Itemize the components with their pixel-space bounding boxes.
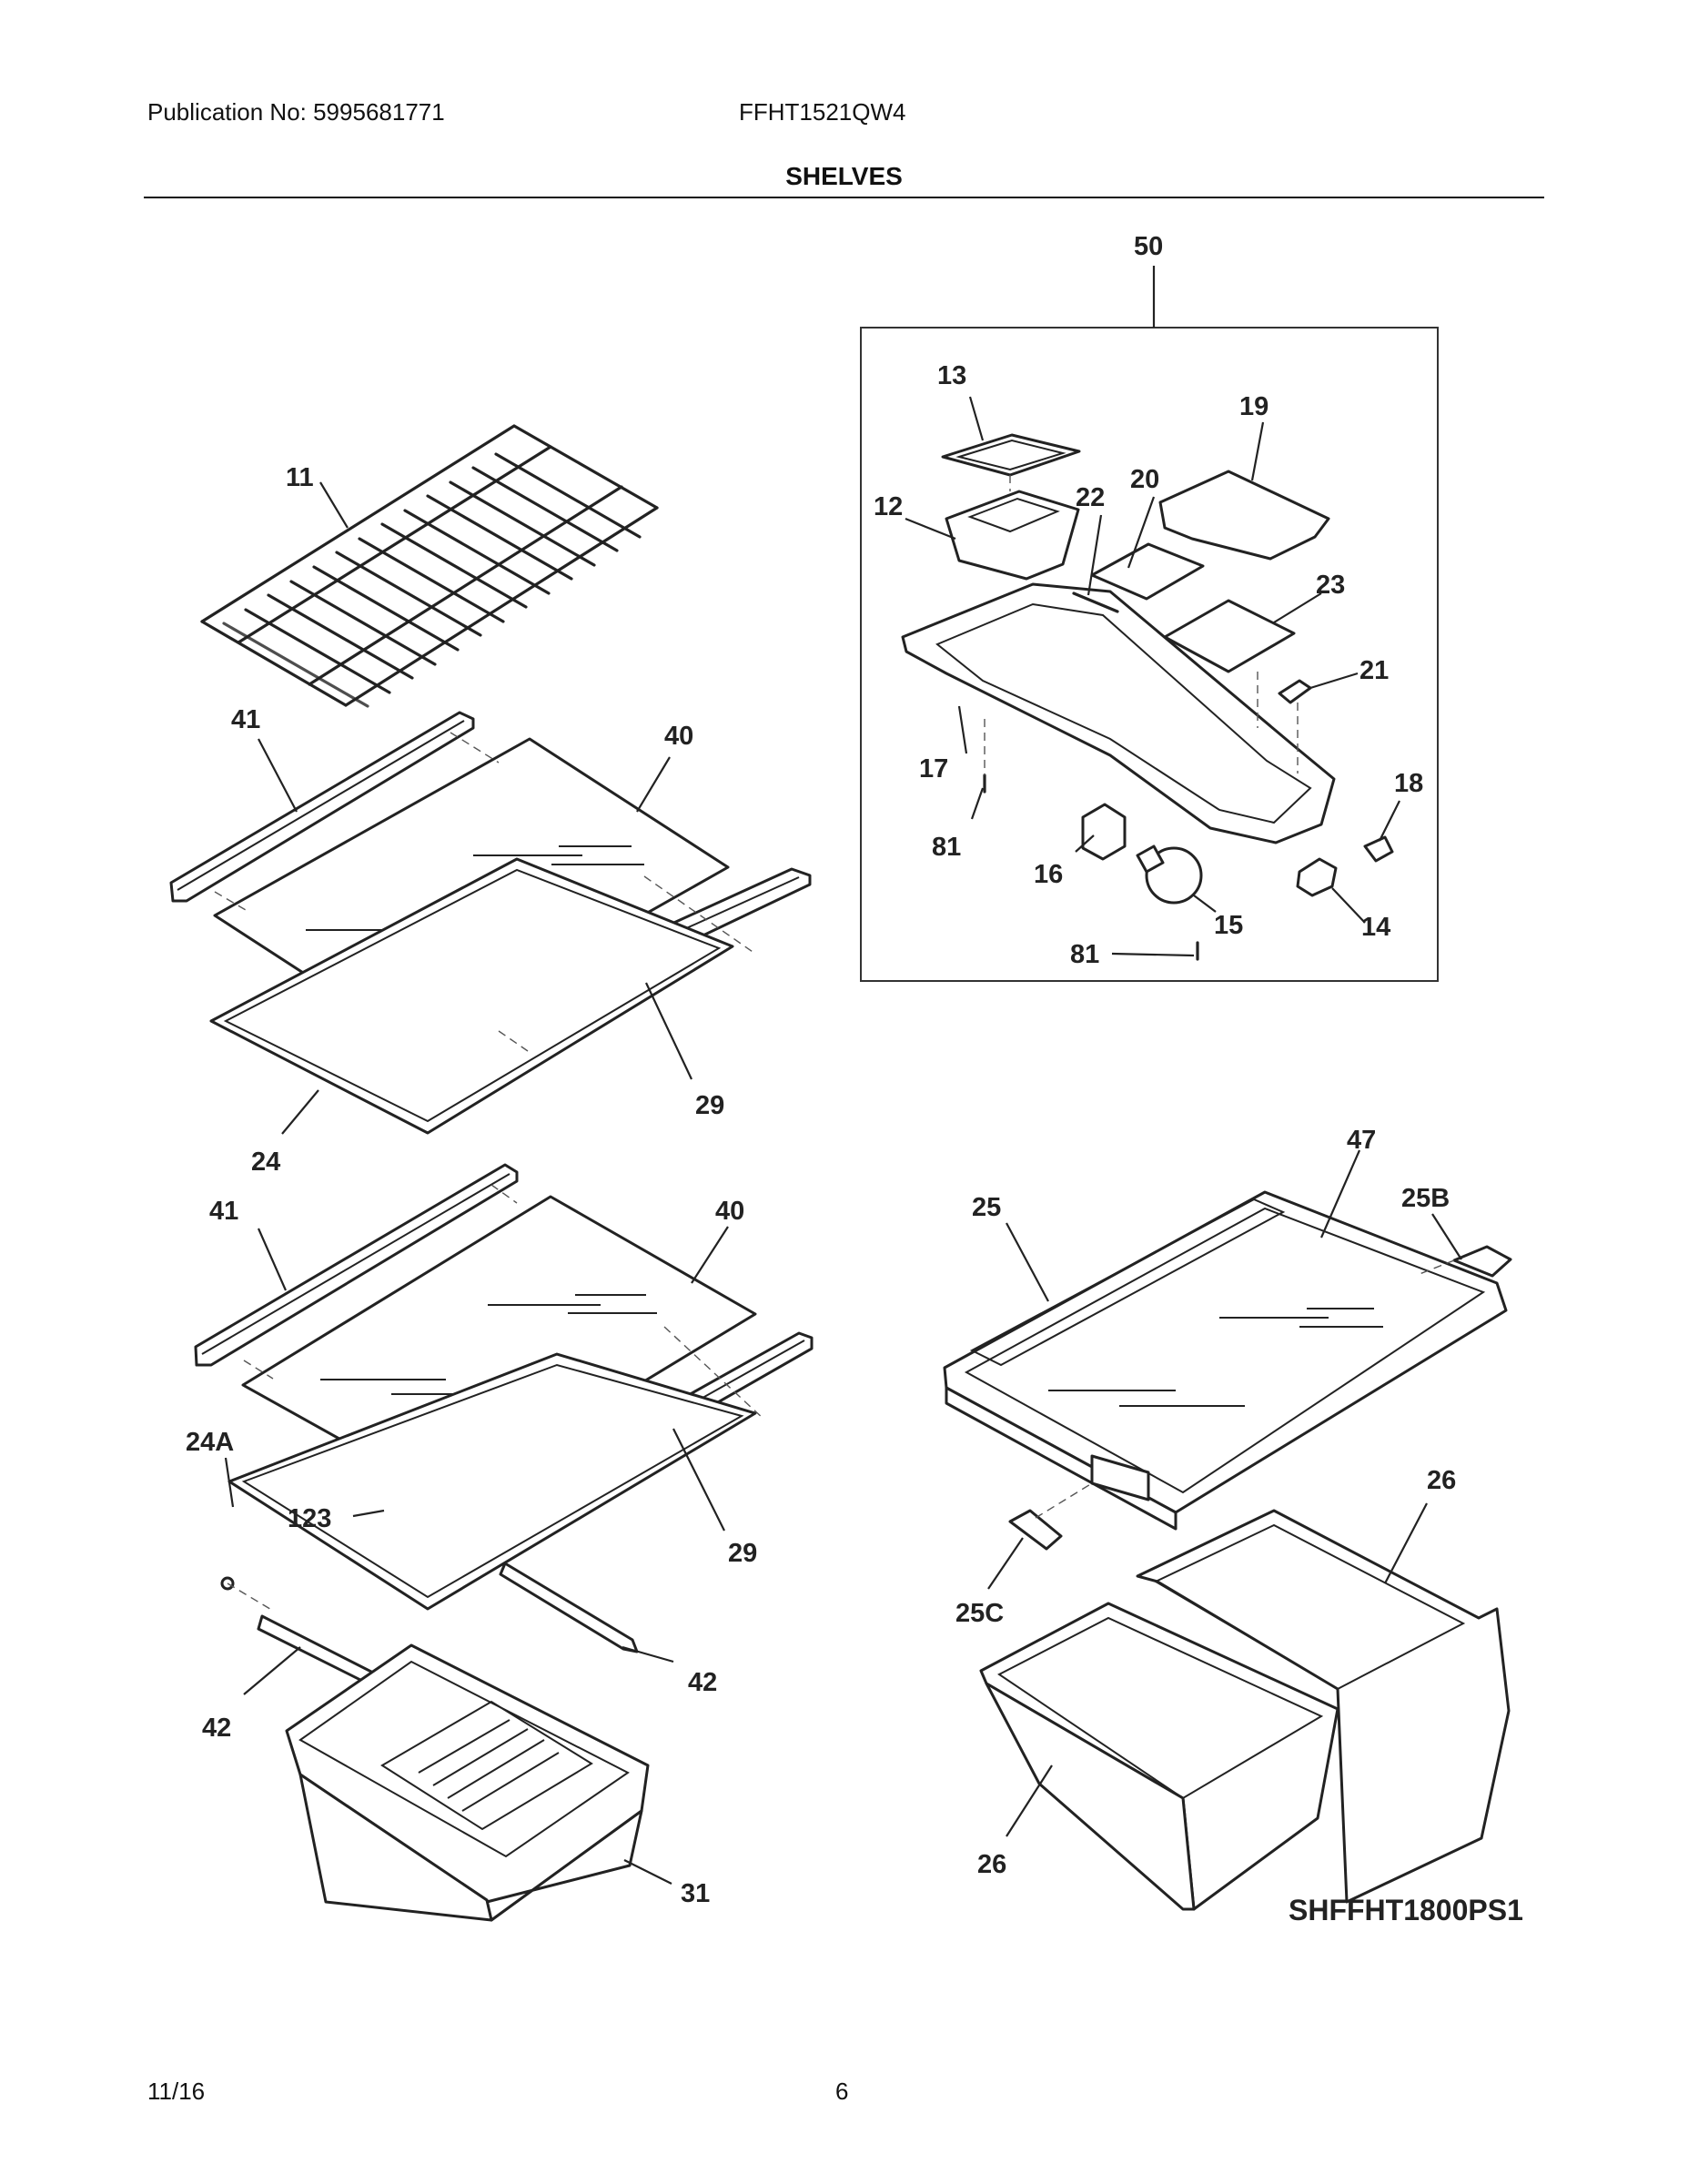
callout-16: 16 bbox=[1034, 860, 1063, 889]
model-number: FFHT1521QW4 bbox=[739, 98, 906, 126]
callout-17: 17 bbox=[919, 754, 948, 784]
callout-26-lower: 26 bbox=[977, 1850, 1006, 1879]
upper-glass-shelf-assembly bbox=[169, 711, 812, 1135]
callout-40-lower: 40 bbox=[715, 1197, 744, 1226]
callout-22: 22 bbox=[1076, 483, 1105, 512]
callout-81-upper: 81 bbox=[932, 833, 961, 862]
callout-14: 14 bbox=[1361, 913, 1390, 942]
callout-42-right: 42 bbox=[688, 1668, 717, 1697]
callout-42-left: 42 bbox=[202, 1714, 231, 1743]
diagram-code: SHFFHT1800PS1 bbox=[1289, 1894, 1523, 1926]
footer-date: 11/16 bbox=[147, 2078, 206, 2105]
crisper-cover bbox=[943, 1190, 1512, 1551]
title-divider bbox=[144, 197, 1544, 198]
callout-labels: 50 13 19 12 22 20 23 21 17 18 81 16 15 1… bbox=[186, 232, 1523, 1926]
callout-41-upper: 41 bbox=[231, 705, 260, 734]
leader-lines bbox=[224, 266, 1462, 1885]
footer-page-number: 6 bbox=[835, 2078, 849, 2105]
callout-25: 25 bbox=[972, 1193, 1001, 1222]
light-assembly-box bbox=[860, 327, 1439, 982]
callout-21: 21 bbox=[1359, 656, 1389, 685]
callout-24: 24 bbox=[251, 1148, 280, 1177]
callout-50: 50 bbox=[1134, 232, 1163, 261]
callout-20: 20 bbox=[1130, 465, 1159, 494]
callout-29-lower: 29 bbox=[728, 1539, 757, 1568]
callout-24A: 24A bbox=[186, 1428, 234, 1457]
lower-glass-shelf-assembly bbox=[194, 1163, 814, 1742]
callout-81-lower: 81 bbox=[1070, 940, 1099, 969]
crisper-drawer-left bbox=[285, 1643, 650, 1922]
publication-number: Publication No: 5995681771 bbox=[147, 98, 445, 126]
section-title: SHELVES bbox=[785, 162, 903, 190]
callout-13: 13 bbox=[937, 361, 966, 390]
light-assembly bbox=[901, 433, 1394, 961]
callout-25C: 25C bbox=[955, 1599, 1004, 1628]
callout-19: 19 bbox=[1239, 392, 1269, 421]
callout-47: 47 bbox=[1347, 1126, 1376, 1155]
callout-23: 23 bbox=[1316, 571, 1345, 600]
callout-29-upper: 29 bbox=[695, 1091, 724, 1120]
callout-31: 31 bbox=[681, 1879, 710, 1908]
callout-25B: 25B bbox=[1401, 1184, 1450, 1213]
callout-12: 12 bbox=[874, 492, 903, 521]
callout-123: 123 bbox=[288, 1504, 331, 1533]
callout-26-upper: 26 bbox=[1427, 1466, 1456, 1495]
callout-40-upper: 40 bbox=[664, 722, 693, 751]
callout-15: 15 bbox=[1214, 911, 1243, 940]
crisper-pans bbox=[979, 1509, 1511, 1911]
callout-41-lower: 41 bbox=[209, 1197, 238, 1226]
callout-11: 11 bbox=[286, 463, 314, 492]
wire-shelf bbox=[200, 424, 659, 708]
callout-18: 18 bbox=[1394, 769, 1423, 798]
